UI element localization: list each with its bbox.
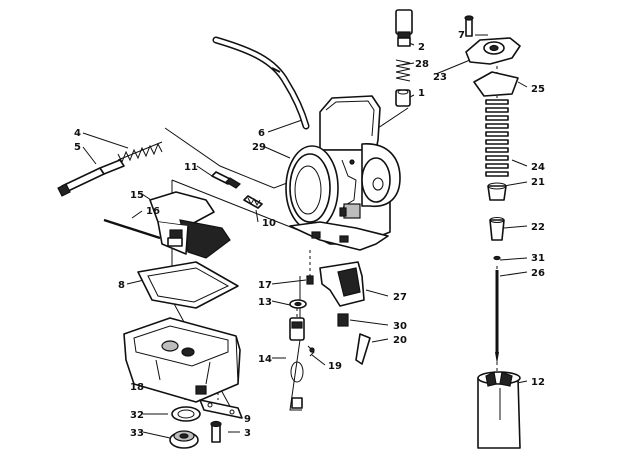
callout-12: 12 (531, 377, 545, 388)
e-clip (493, 255, 501, 261)
callout-6: 6 (258, 128, 265, 139)
choke-lever (319, 261, 365, 307)
needle-jet-nut (337, 313, 349, 327)
callout-29: 29 (252, 142, 266, 153)
pilot-air-screw-spring (117, 141, 163, 164)
callout-25: 25 (531, 84, 545, 95)
callout-2: 2 (418, 42, 425, 53)
callout-18: 18 (130, 382, 144, 393)
callout-30: 30 (393, 321, 407, 332)
bowl-plug-o-ring (171, 406, 201, 422)
callout-16: 16 (146, 206, 160, 217)
float-bowl (123, 317, 241, 403)
callout-20: 20 (393, 335, 407, 346)
callout-13: 13 (258, 297, 272, 308)
washer (289, 299, 307, 309)
callout-1: 1 (418, 88, 425, 99)
callout-9: 9 (244, 414, 251, 425)
callout-33: 33 (130, 428, 144, 439)
carburetor-top-cap (465, 37, 521, 65)
choke-screw (306, 275, 314, 285)
carburetor-body (285, 95, 401, 251)
callout-26: 26 (531, 268, 545, 279)
adjuster-spring (395, 59, 411, 82)
callout-7: 7 (458, 30, 465, 41)
spring-seat (487, 182, 507, 201)
callout-10: 10 (262, 218, 276, 229)
callout-11: 11 (184, 162, 198, 173)
bowl-screw (210, 420, 222, 443)
cable-nut (395, 89, 411, 107)
callout-21: 21 (531, 177, 545, 188)
bowl-drain-plug (169, 430, 199, 449)
needle-retainer (489, 217, 505, 241)
callout-17: 17 (258, 280, 272, 291)
main-jet-assembly (289, 317, 305, 409)
jet-needle (495, 270, 499, 364)
callout-23: 23 (433, 72, 447, 83)
callout-3: 3 (244, 428, 251, 439)
callout-19: 19 (328, 361, 342, 372)
callout-24: 24 (531, 162, 545, 173)
pilot-air-screw (57, 159, 125, 197)
callout-32: 32 (130, 410, 144, 421)
throttle-stop-screw (243, 195, 263, 209)
callout-14: 14 (258, 354, 272, 365)
callout-4: 4 (74, 128, 81, 139)
float-assembly (149, 191, 231, 259)
bowl-bracket (199, 399, 243, 419)
starter-plunger (355, 333, 371, 365)
callout-15: 15 (130, 190, 144, 201)
callout-8: 8 (118, 280, 125, 291)
callout-labels: 7 2 28 1 23 25 4 5 6 29 24 21 11 15 16 1… (74, 30, 545, 439)
callout-22: 22 (531, 222, 545, 233)
callout-28: 28 (415, 59, 429, 70)
float-pin (103, 218, 161, 240)
float-bowl-gasket (137, 261, 239, 309)
cap-gasket (473, 71, 519, 97)
callout-27: 27 (393, 292, 407, 303)
throttle-cable-adjuster (395, 9, 413, 47)
callout-31: 31 (531, 253, 545, 264)
vent-tube (212, 36, 310, 130)
jet-clip (307, 345, 315, 357)
callout-5: 5 (74, 142, 81, 153)
throttle-slide (477, 371, 521, 449)
slide-spring (485, 99, 509, 177)
idle-adjust-screw (211, 171, 241, 189)
cap-screw (464, 15, 474, 37)
